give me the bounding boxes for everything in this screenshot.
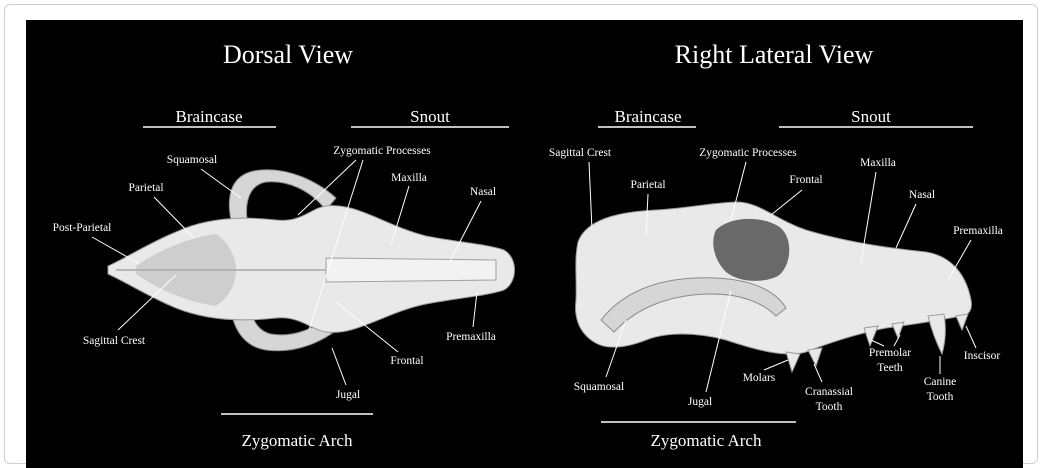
dorsal-label-parietal: Parietal xyxy=(128,182,163,194)
lateral-label-jugal: Jugal xyxy=(688,396,712,408)
lateral-label-premolar-teeth-line2: Teeth xyxy=(877,362,903,374)
lateral-label-cranassial-tooth-line1: Cranassial xyxy=(805,386,853,398)
lateral-label-parietal: Parietal xyxy=(630,179,665,191)
lateral-view: Right Lateral View Braincase Snout Sagit… xyxy=(549,40,1003,450)
lateral-label-premolar-teeth-line1: Premolar xyxy=(869,347,911,359)
lateral-leader-premolar-1 xyxy=(871,340,884,346)
dorsal-snout-heading: Snout xyxy=(410,107,450,126)
dorsal-label-premaxilla: Premaxilla xyxy=(446,331,496,343)
lateral-label-canine-tooth-line1: Canine xyxy=(924,376,957,388)
skull-diagram: Dorsal View Braincase Snout Squamosal Zy… xyxy=(26,20,1023,468)
dorsal-view: Dorsal View Braincase Snout Squamosal Zy… xyxy=(53,40,515,450)
lateral-label-premaxilla: Premaxilla xyxy=(953,225,1003,237)
dorsal-label-maxilla: Maxilla xyxy=(391,172,427,184)
lateral-leader-inscisor xyxy=(966,326,976,348)
dorsal-label-sagittal-crest: Sagittal Crest xyxy=(83,335,146,347)
dorsal-view-title: Dorsal View xyxy=(223,40,353,69)
lateral-leader-cranassial xyxy=(814,364,822,382)
dorsal-leader-post-parietal xyxy=(92,237,138,263)
dorsal-braincase-heading: Braincase xyxy=(175,107,242,126)
dorsal-label-post-parietal: Post-Parietal xyxy=(53,222,112,234)
dorsal-label-jugal: Jugal xyxy=(336,389,360,401)
lateral-braincase-heading: Braincase xyxy=(614,107,681,126)
lateral-leader-frontal xyxy=(771,190,802,215)
lateral-arch-heading: Zygomatic Arch xyxy=(651,431,762,450)
lateral-label-maxilla: Maxilla xyxy=(860,157,896,169)
dorsal-leader-parietal xyxy=(154,197,194,238)
dorsal-label-nasal: Nasal xyxy=(470,186,496,198)
lateral-label-squamosal: Squamosal xyxy=(574,381,624,393)
lateral-label-nasal: Nasal xyxy=(909,189,935,201)
dorsal-arch-heading: Zygomatic Arch xyxy=(242,431,353,450)
dorsal-label-frontal: Frontal xyxy=(390,355,423,367)
dorsal-leader-jugal xyxy=(332,348,346,385)
lateral-leader-molars xyxy=(764,360,788,370)
dorsal-label-zygomatic-processes: Zygomatic Processes xyxy=(333,145,431,157)
figure-panel: Dorsal View Braincase Snout Squamosal Zy… xyxy=(26,20,1023,468)
lateral-label-frontal: Frontal xyxy=(789,174,822,186)
lateral-view-title: Right Lateral View xyxy=(675,40,874,69)
lateral-label-molars: Molars xyxy=(743,372,776,384)
lateral-snout-heading: Snout xyxy=(851,107,891,126)
lateral-label-inscisor: Inscisor xyxy=(964,350,1001,362)
lateral-leader-sagittal-crest xyxy=(589,162,592,230)
dorsal-leader-premaxilla xyxy=(473,292,477,327)
lateral-skull-image xyxy=(576,202,972,372)
lateral-label-zygomatic-processes: Zygomatic Processes xyxy=(699,147,797,159)
dorsal-label-squamosal: Squamosal xyxy=(167,154,217,166)
lateral-label-cranassial-tooth-line2: Tooth xyxy=(816,401,843,413)
lateral-leader-nasal xyxy=(896,204,916,248)
lateral-label-sagittal-crest: Sagittal Crest xyxy=(549,147,612,159)
lateral-label-canine-tooth-line2: Tooth xyxy=(927,391,954,403)
